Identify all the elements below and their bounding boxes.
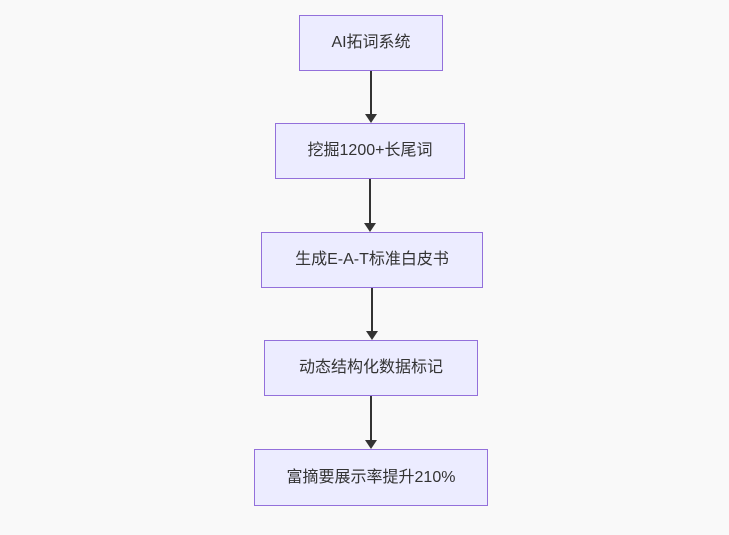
arrowhead-icon: [366, 331, 378, 340]
flowchart-node-n1: 挖掘1200+长尾词: [275, 123, 465, 179]
node-label: 挖掘1200+长尾词: [307, 142, 433, 160]
flow-arrow-line-1: [369, 179, 371, 224]
node-label: AI拓词系统: [331, 34, 411, 52]
flowchart-node-n4: 富摘要展示率提升210%: [254, 449, 488, 506]
arrowhead-icon: [365, 440, 377, 449]
flow-arrow-line-0: [370, 71, 372, 115]
flowchart-node-n3: 动态结构化数据标记: [264, 340, 478, 396]
node-label: 富摘要展示率提升210%: [286, 468, 456, 486]
node-label: 生成E-A-T标准白皮书: [295, 251, 449, 269]
arrowhead-icon: [364, 223, 376, 232]
flowchart-node-n0: AI拓词系统: [299, 15, 443, 71]
arrowhead-icon: [365, 114, 377, 123]
flow-arrow-line-2: [371, 288, 373, 332]
node-label: 动态结构化数据标记: [298, 359, 443, 377]
flowchart-node-n2: 生成E-A-T标准白皮书: [261, 232, 483, 288]
flow-arrow-line-3: [370, 396, 372, 441]
